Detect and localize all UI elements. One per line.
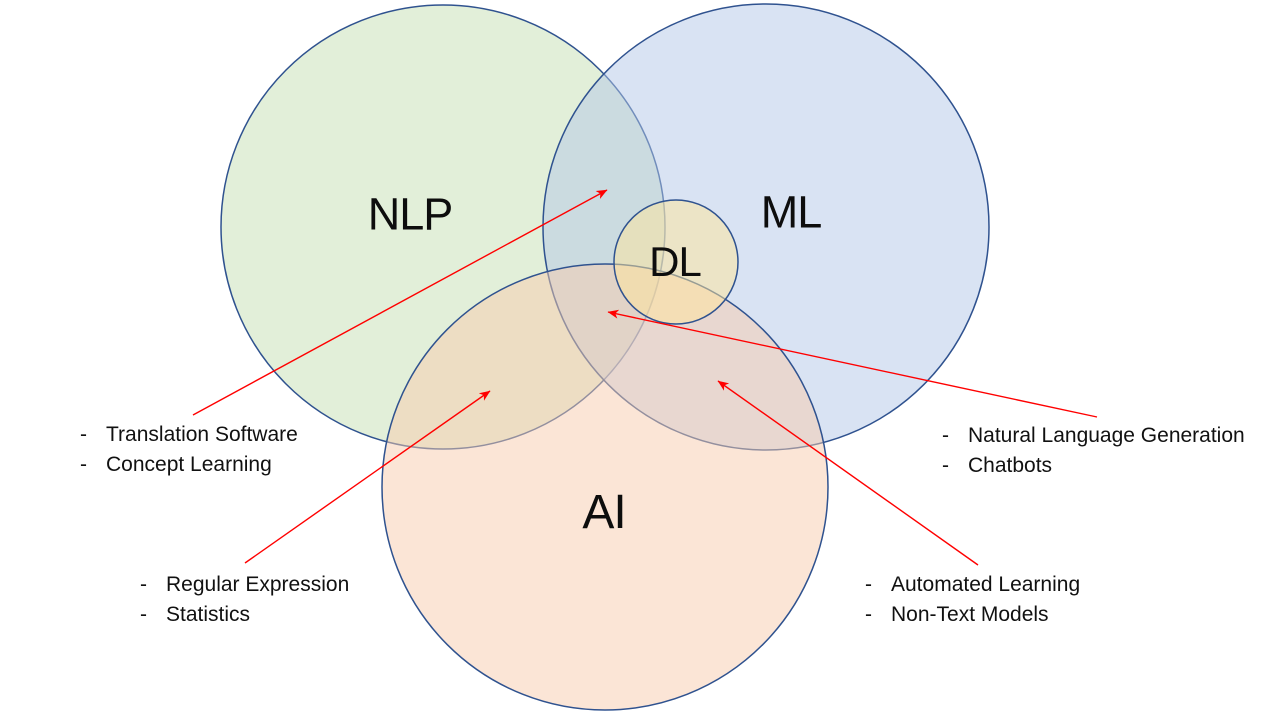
callout-text: Chatbots — [968, 454, 1053, 477]
callout-center: - Natural Language Generation - Chatbots — [942, 421, 1245, 481]
callout-line: - Chatbots — [942, 451, 1245, 481]
bullet-dash: - — [140, 603, 147, 626]
callout-nlp-ml: - Translation Software - Concept Learnin… — [80, 420, 298, 480]
arrow-to-center-overlap — [607, 309, 1098, 418]
callout-line: - Concept Learning — [80, 450, 298, 480]
arrow-to-ml-ai-overlap — [717, 380, 979, 566]
arrow-to-nlp-ai-overlap — [244, 390, 491, 564]
callout-text: Regular Expression — [166, 573, 350, 596]
callout-text: Non-Text Models — [891, 603, 1049, 626]
bullet-dash: - — [942, 424, 949, 447]
bullet-dash: - — [865, 603, 872, 626]
callout-text: Concept Learning — [106, 453, 272, 476]
venn-circle-dl — [613, 199, 739, 325]
bullet-dash: - — [80, 453, 87, 476]
callout-text: Statistics — [166, 603, 251, 626]
circle-label-nlp: NLP — [367, 188, 454, 240]
callout-line: - Automated Learning — [865, 570, 1080, 600]
circle-label-dl: DL — [649, 238, 702, 285]
callout-nlp-ai: - Regular Expression - Statistics — [140, 570, 349, 630]
circle-label-ml: ML — [760, 186, 823, 238]
arrow-to-nlp-ml-overlap — [192, 189, 608, 416]
callout-text: Automated Learning — [891, 573, 1081, 596]
callout-line: - Statistics — [140, 600, 349, 630]
callout-text: Translation Software — [106, 423, 298, 446]
venn-circle-ai — [381, 263, 829, 711]
callout-line: - Natural Language Generation — [942, 421, 1245, 451]
callout-line: - Non-Text Models — [865, 600, 1080, 630]
circle-label-ai: AI — [582, 486, 626, 539]
callout-line: - Regular Expression — [140, 570, 349, 600]
callout-line: - Translation Software — [80, 420, 298, 450]
bullet-dash: - — [140, 573, 147, 596]
callout-ml-ai: - Automated Learning - Non-Text Models — [865, 570, 1080, 630]
bullet-dash: - — [865, 573, 872, 596]
bullet-dash: - — [80, 423, 87, 446]
bullet-dash: - — [942, 454, 949, 477]
callout-text: Natural Language Generation — [968, 424, 1245, 447]
